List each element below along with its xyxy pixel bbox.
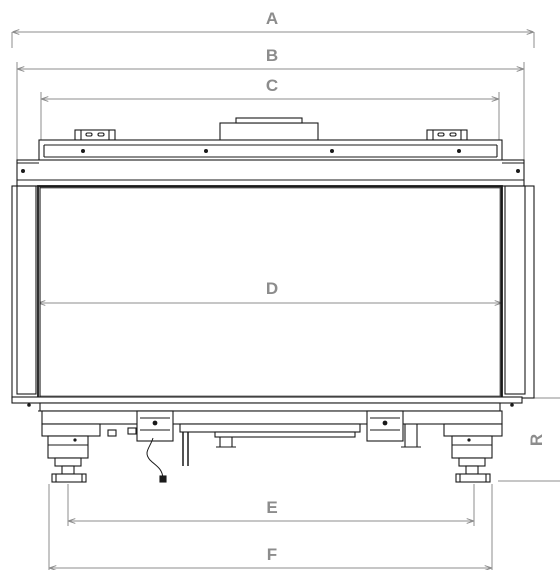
right-valve-bracket (366, 410, 404, 442)
left-valve-bracket (136, 410, 174, 442)
left-mounting-bracket (74, 129, 116, 141)
right-leg-assembly (443, 423, 503, 483)
left-leg-assembly (41, 423, 101, 483)
right-mounting-bracket (426, 129, 468, 141)
dimension-a-label: A (266, 9, 278, 28)
dimension-b-label: B (266, 46, 278, 65)
control-wire (146, 437, 164, 479)
right-side-panel (500, 185, 535, 399)
fireplace-body (11, 117, 535, 483)
dimension-f-label: F (267, 545, 277, 564)
dimension-c-label: C (266, 76, 278, 95)
dimension-d-label: D (266, 279, 278, 298)
lower-chassis (41, 410, 503, 425)
bottom-sill (11, 396, 523, 404)
dimension-r-label: R (527, 434, 546, 446)
top-rail (38, 139, 503, 163)
dimension-e-label: E (266, 498, 277, 517)
screws (21, 149, 520, 442)
dimension-lines (11, 32, 560, 572)
dimension-labels: A B C D E F R (266, 9, 546, 564)
